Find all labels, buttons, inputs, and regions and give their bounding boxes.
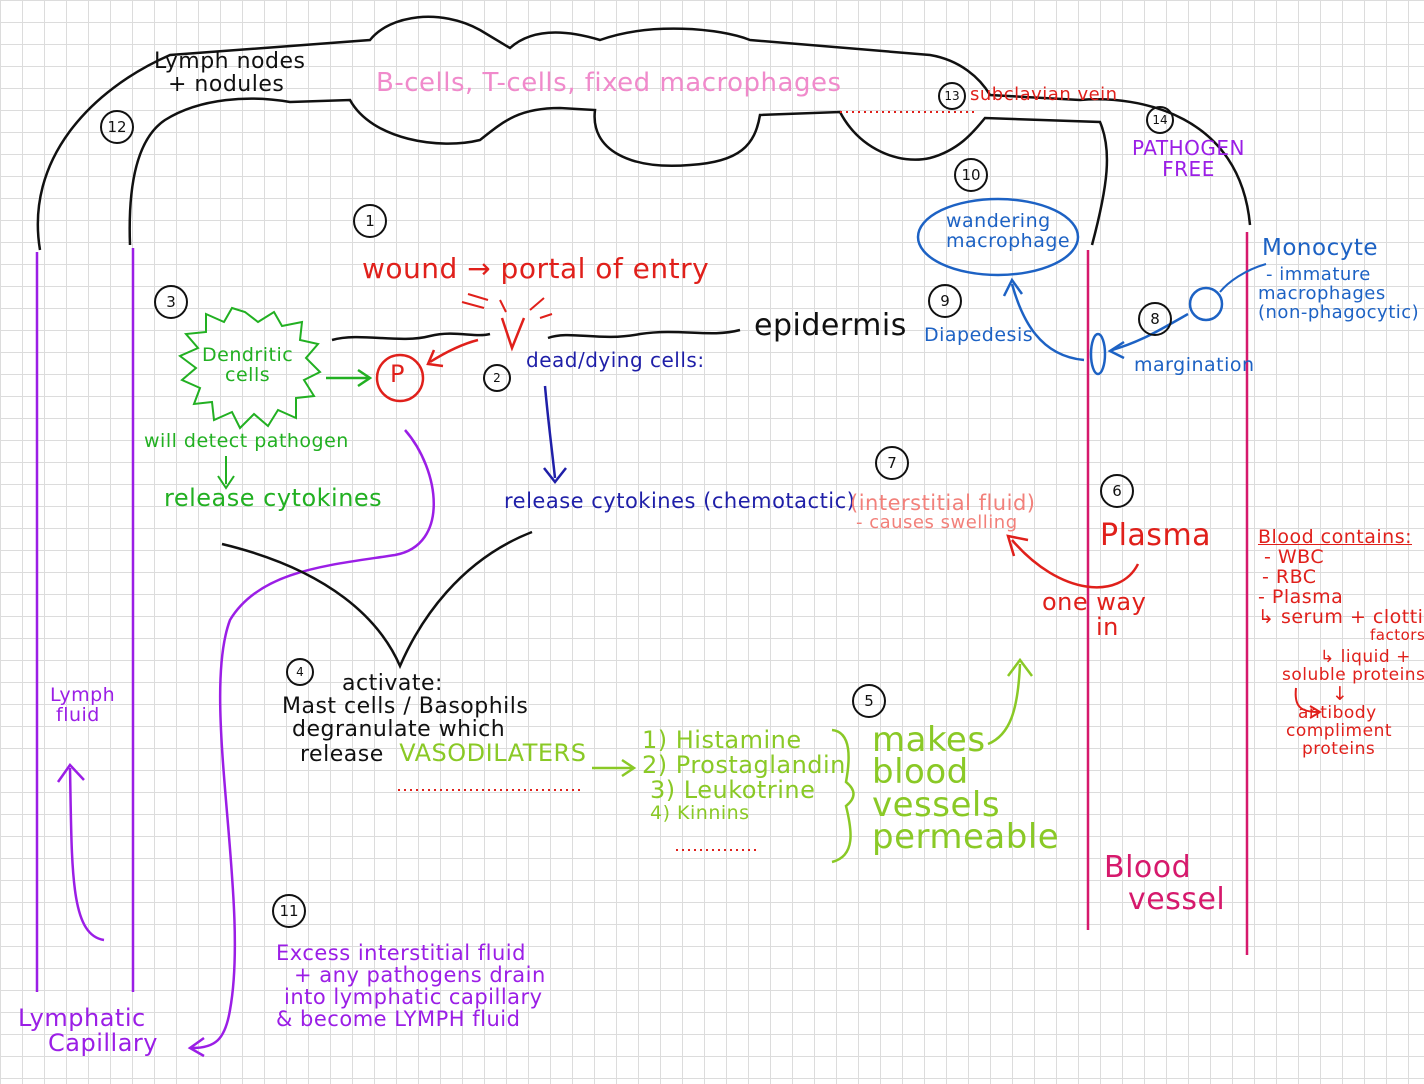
step-9-marker: 9 (928, 284, 962, 318)
one-way-label: one way in (1042, 588, 1147, 642)
step-7-marker: 7 (875, 446, 909, 480)
interstitial-fluid-label: (interstitial fluid) - causes swelling (850, 491, 1036, 534)
step-3-marker: 3 (154, 285, 188, 319)
dendritic-cell-outline (178, 306, 322, 430)
epidermis-line-right (547, 328, 741, 340)
cells-header: B-cells, T-cells, fixed macrophages (376, 68, 842, 98)
excess-fluid-block: Excess interstitial fluid + any pathogen… (276, 941, 546, 1032)
margination-label: margination (1134, 354, 1255, 376)
lymph-node-outline-inner (128, 97, 1109, 246)
wandering-macrophage-label: wandering macrophage (946, 210, 1071, 252)
step-11-marker: 11 (272, 894, 306, 928)
activate-block: activate: Mast cells / Basophils degranu… (282, 671, 587, 768)
release-cytokines-left-label: release cytokines (164, 484, 383, 512)
detect-pathogen-label: will detect pathogen (144, 430, 349, 452)
step-1-marker: 1 (353, 204, 387, 238)
step-13-marker: 13 (938, 82, 966, 110)
pathogen-circle (375, 353, 425, 403)
plasma-label: Plasma (1100, 518, 1212, 553)
monocyte-title: Monocyte (1262, 235, 1378, 261)
wound-label: wound → portal of entry (362, 252, 710, 285)
step-14-marker: 14 (1146, 106, 1174, 134)
blood-vessel-label: Blood vessel (1104, 850, 1226, 917)
subclavian-vein-label: subclavian vein (970, 84, 1118, 105)
blood-contains-block: Blood contains: - WBC - RBC - Plasma ↳ s… (1258, 526, 1424, 759)
pathogen-free-label: PATHOGEN FREE (1132, 136, 1246, 181)
lymphatic-capillary-label: Lymphatic Capillary (18, 1004, 158, 1058)
dendritic-cells-label: Dendritic cells (202, 344, 294, 386)
lymph-flow-arrow (68, 767, 105, 942)
wound-mark (500, 317, 526, 352)
epidermis-label: epidermis (754, 308, 907, 343)
monocyte-circle (1188, 286, 1224, 322)
marginated-cell (1089, 332, 1107, 376)
permeable-label: makes blood vessels permeable (872, 720, 1060, 857)
step-10-marker: 10 (954, 158, 988, 192)
mediators-list: 1) Histamine 2) Prostaglandin 3) Leukotr… (642, 726, 846, 824)
lymph-node-outline-outer (36, 15, 1252, 251)
step-8-marker: 8 (1138, 302, 1172, 336)
pathogen-drain-path (191, 429, 435, 1050)
dead-cells-label: dead/dying cells: (526, 348, 705, 372)
converge-lines (221, 530, 533, 670)
epidermis-line-left (331, 332, 491, 342)
step-2-marker: 2 (483, 364, 511, 392)
release-cytokines-mid-label: release cytokines (chemotactic) (504, 489, 856, 513)
pathogen-symbol: P (390, 360, 405, 388)
lymph-fluid-label: Lymph fluid (50, 684, 116, 726)
step-12-marker: 12 (100, 110, 134, 144)
step-6-marker: 6 (1100, 474, 1134, 508)
vasodilaters-label: VASODILATERS (399, 739, 587, 768)
mediator-brace (831, 728, 855, 864)
diapedesis-label: Diapedesis (924, 324, 1034, 346)
lymph-nodes-label: Lymph nodes + nodules (154, 49, 306, 98)
step-4-marker: 4 (286, 658, 314, 686)
step-5-marker: 5 (852, 684, 886, 718)
wandering-macrophage-ellipse (916, 197, 1080, 277)
monocyte-description: - immature macrophages (non-phagocytic) (1258, 264, 1420, 323)
